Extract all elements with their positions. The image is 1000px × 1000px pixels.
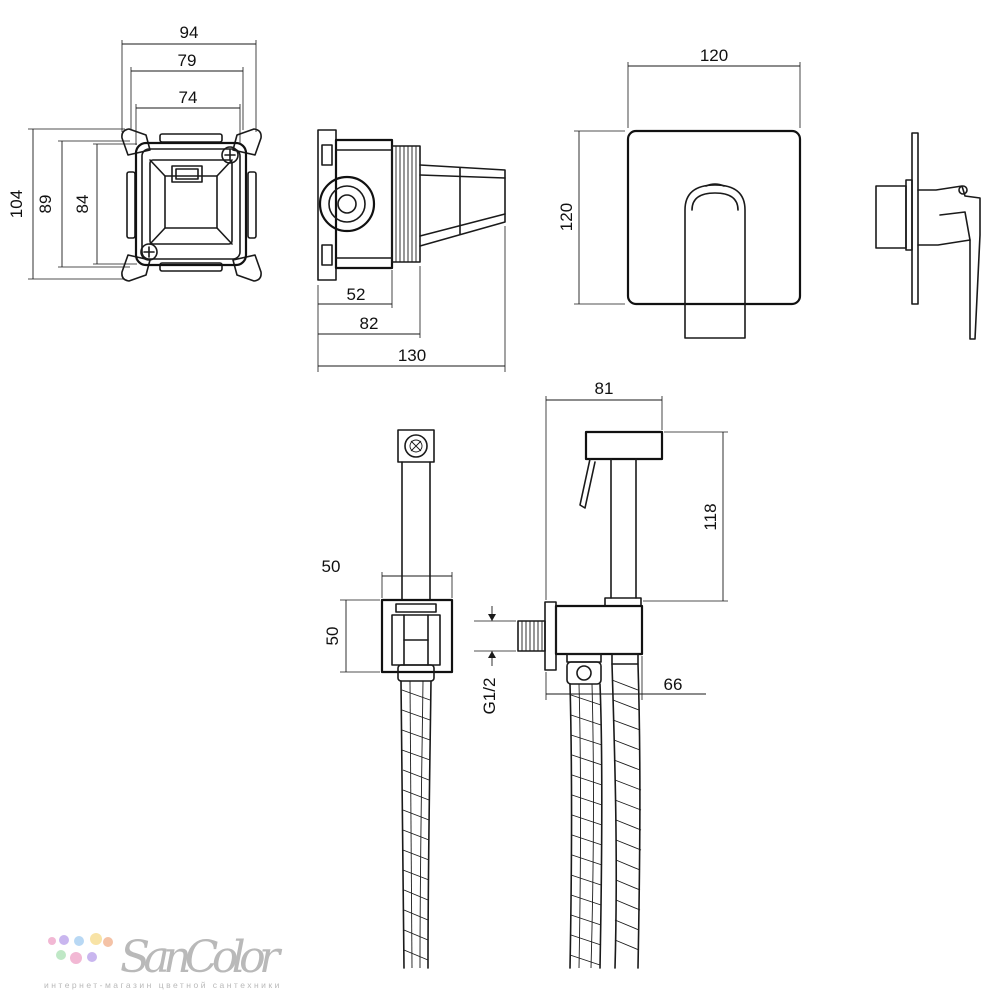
- logo-dot: [103, 937, 113, 947]
- dim-74: 74: [179, 88, 198, 107]
- dim-89: 89: [36, 195, 55, 214]
- dim-104: 104: [7, 190, 26, 218]
- dim-94: 94: [180, 23, 199, 42]
- logo-dot: [59, 935, 69, 945]
- box-front-dimensions: 94 79 74 104 89 84: [7, 23, 257, 280]
- logo-dot: [90, 933, 102, 945]
- logo-tagline: интернет-магазин цветной сантехники: [44, 980, 280, 990]
- dim-plate-height-120: 120: [557, 203, 576, 231]
- logo-dot: [74, 936, 84, 946]
- sprayer-dimensions: 81 118 66 G1/2: [474, 379, 728, 714]
- logo-dot: [48, 937, 56, 945]
- cover-plate-side-view: [875, 132, 981, 340]
- dim-79: 79: [178, 51, 197, 70]
- logo-dot: [87, 952, 97, 962]
- box-side-dimensions: 52 82 130: [317, 226, 506, 372]
- logo-dot: [56, 950, 66, 960]
- sprayer-view: [517, 430, 664, 969]
- dim-52: 52: [347, 285, 366, 304]
- dim-sprayer-81: 81: [595, 379, 614, 398]
- dim-130: 130: [398, 346, 426, 365]
- logo-text: SanColor: [120, 932, 283, 983]
- dim-holder-50-height: 50: [323, 627, 342, 646]
- logo-dot: [70, 952, 82, 964]
- dim-82: 82: [360, 314, 379, 333]
- logo-dots: [48, 933, 113, 964]
- dim-sprayer-118: 118: [701, 503, 720, 530]
- dim-plate-width-120: 120: [700, 46, 728, 65]
- dim-outlet-66: 66: [664, 675, 683, 694]
- sancolor-logo: SanColor интернет-магазин цветной сантех…: [44, 932, 283, 990]
- holder-view: [380, 429, 454, 969]
- dim-holder-50-width: 50: [322, 557, 341, 576]
- box-front-view: [121, 128, 262, 282]
- dim-84: 84: [73, 195, 92, 214]
- dim-thread-g12: G1/2: [480, 678, 499, 715]
- holder-dimensions: 50 50: [322, 557, 453, 673]
- cover-plate-dimensions: 120 120: [557, 46, 801, 305]
- box-side-view: [317, 129, 506, 281]
- cover-plate-front-view: [626, 129, 802, 339]
